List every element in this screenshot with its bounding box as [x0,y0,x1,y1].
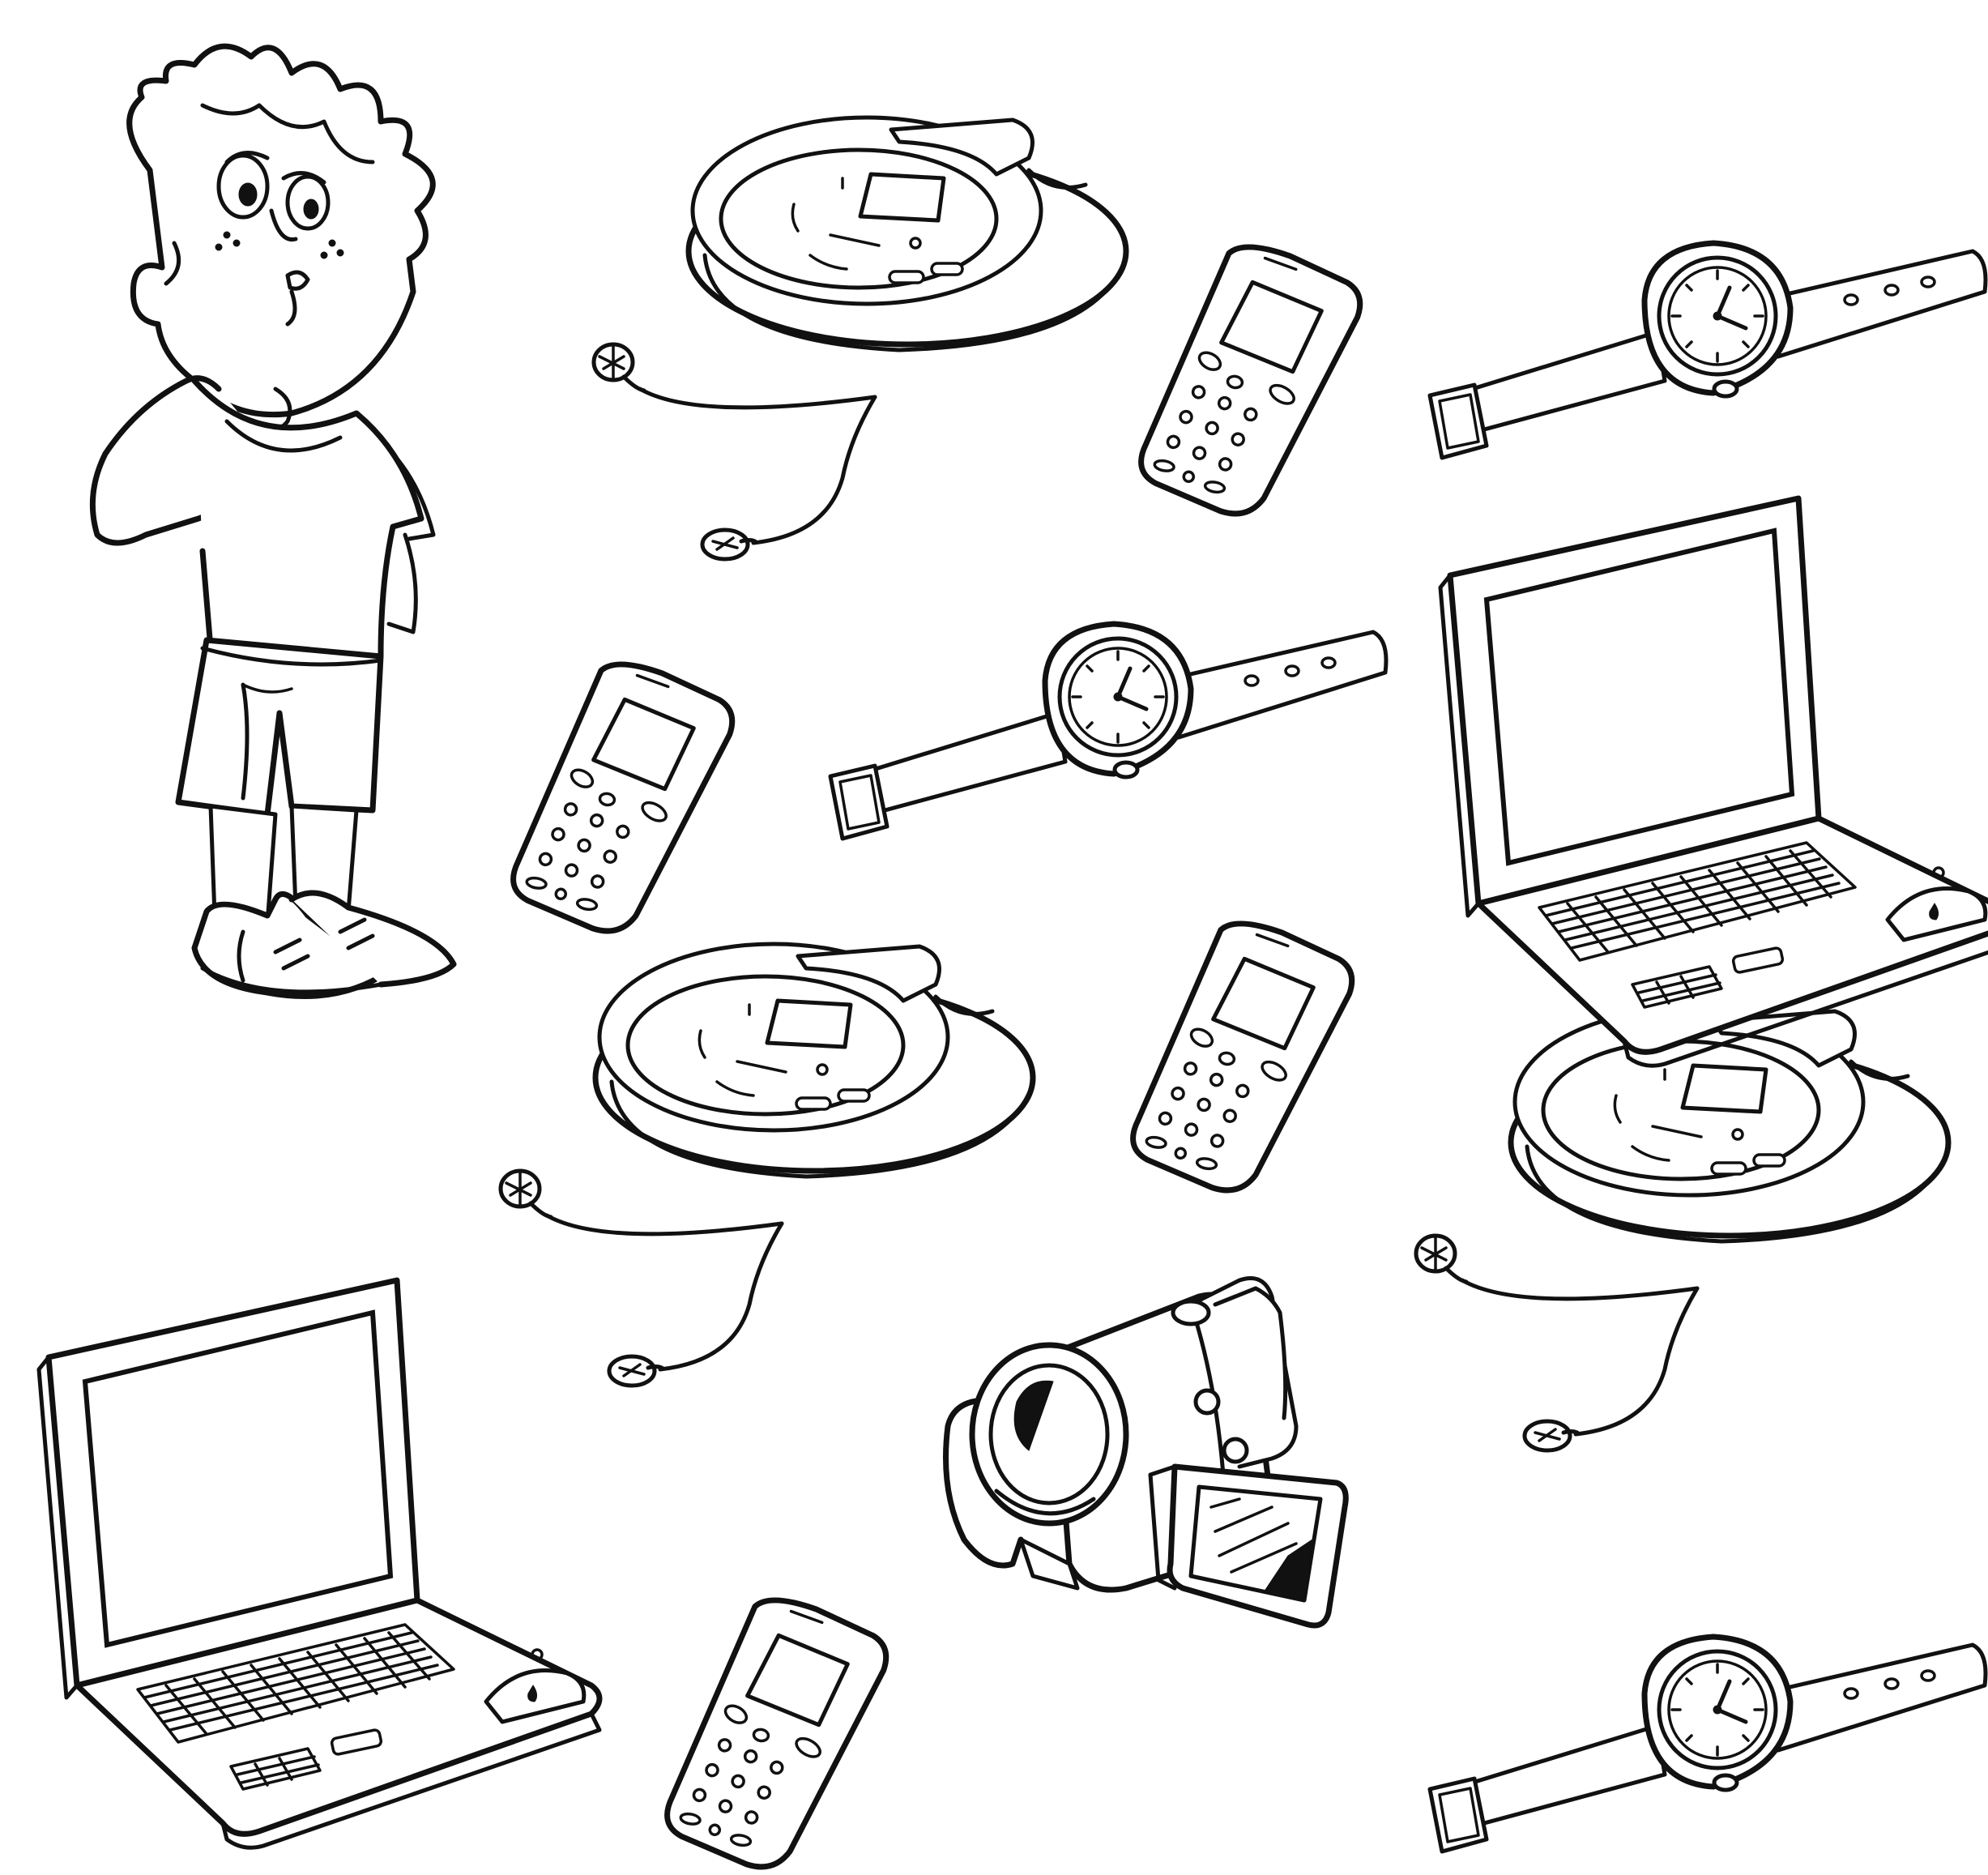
mobile-phone-icon [1135,234,1367,530]
camcorder-icon [943,1276,1349,1629]
cd-player-icon [594,117,1126,559]
wristwatch-icon [1430,1637,1986,1852]
wristwatch-icon [1430,243,1986,458]
cd-player-icon [501,944,1033,1386]
mobile-phone-icon [1127,911,1359,1207]
wristwatch-icon [830,624,1386,839]
boy-figure [89,43,457,999]
laptop-icon [39,1280,599,1847]
mobile-phone-icon [661,1587,894,1875]
cd-player-icon [1416,1009,1948,1450]
laptop-icon [1440,498,1988,1066]
mobile-phone-icon [507,651,740,947]
